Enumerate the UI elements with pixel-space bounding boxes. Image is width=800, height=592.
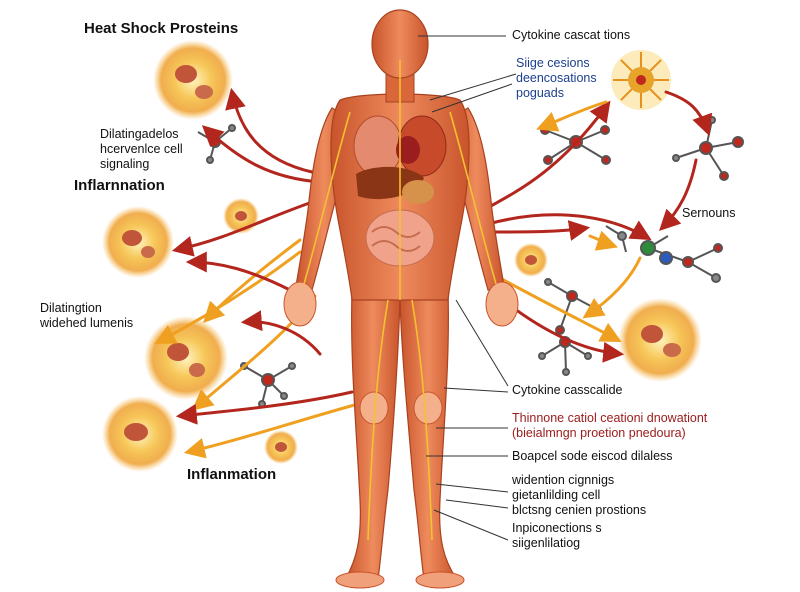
cell bbox=[144, 316, 228, 400]
cell bbox=[102, 206, 174, 278]
thinnone-label: Thinnone catiol ceationi dnowationt (bie… bbox=[512, 411, 707, 441]
inpiconections-label: Inpiconections s siigenlilatiog bbox=[512, 521, 602, 551]
molecule-icon bbox=[539, 337, 591, 375]
molecule-icon bbox=[641, 236, 722, 282]
inflammation-bottom-label: Inflanmation bbox=[187, 467, 276, 482]
heat-shock-label: Heat Shock Prosteins bbox=[84, 21, 238, 36]
cell bbox=[618, 298, 702, 382]
cell bbox=[514, 243, 548, 277]
cytokine-top-label: Cytokine cascat tions bbox=[512, 28, 630, 43]
cell bbox=[153, 40, 233, 120]
inflammation-top-label: Inflarnnation bbox=[74, 178, 165, 193]
cell bbox=[102, 396, 178, 472]
molecule-icon bbox=[241, 363, 295, 407]
molecule-icon bbox=[198, 125, 235, 163]
cell bbox=[264, 430, 298, 464]
human-figure bbox=[284, 10, 518, 588]
cytokine-icon bbox=[611, 50, 671, 110]
siige-label: Siige cesions deencosations poguads bbox=[516, 56, 597, 101]
molecule-icon bbox=[673, 117, 743, 180]
dilatingtion-label: Dilatingtion widehed lumenis bbox=[40, 301, 133, 331]
dilating-signaling-label: Dilatingadelos hcervenlce cell signaling bbox=[100, 127, 183, 172]
widention-label: widention cignnigs gietanlilding cell bl… bbox=[512, 473, 646, 518]
boapcel-label: Boapcel sode eiscod dilaless bbox=[512, 449, 673, 464]
cytokine-casscalide-label: Cytokine casscalide bbox=[512, 383, 622, 398]
molecule-icon bbox=[606, 226, 626, 252]
sernouns-label: Sernouns bbox=[682, 206, 736, 221]
